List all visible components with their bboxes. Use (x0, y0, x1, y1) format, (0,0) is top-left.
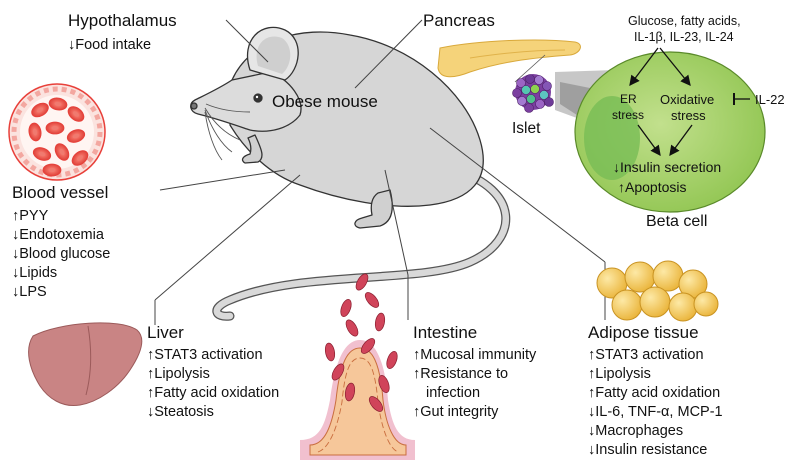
bacteria-group (324, 273, 398, 412)
bacterium (340, 299, 352, 317)
pancreas-illustration (437, 39, 581, 83)
beta-cell-illustration (574, 47, 766, 213)
blood-vessel-item: ↑PYY (12, 208, 49, 224)
liver-list: ↑STAT3 activation ↑Lipolysis ↑Fatty acid… (147, 346, 279, 422)
pancreas-title: Pancreas (423, 11, 495, 30)
bacterium (345, 319, 359, 337)
intestine-item: infection (426, 385, 481, 401)
bacterium (378, 375, 390, 393)
intestine-illustration (300, 340, 415, 460)
beta-cell-title: Beta cell (646, 213, 708, 230)
intestine-title: Intestine (413, 323, 478, 342)
intestine-item: ↑Resistance to (413, 366, 509, 382)
red-blood-cells (28, 97, 89, 177)
adipose-item: ↓Insulin resistance (588, 442, 708, 458)
mouse-hind-leg (354, 189, 393, 229)
adipose-item: ↑STAT3 activation (588, 347, 704, 363)
bacterium (368, 396, 384, 412)
beta-cell-outcome: ↓Insulin secretion (613, 159, 722, 175)
mouse-illustration (190, 26, 511, 321)
blood-vessel-item: ↓Blood glucose (12, 246, 111, 262)
oxidative-stress-line2: stress (671, 108, 706, 123)
islet-label: Islet (512, 120, 541, 137)
mouse-body (229, 31, 484, 207)
il22-label: IL-22 (755, 92, 785, 107)
adipose-illustration (596, 260, 719, 322)
obese-mouse-label: Obese mouse (272, 92, 378, 111)
intestine-item: ↑Mucosal immunity (413, 347, 537, 363)
mouse-front-leg (241, 134, 263, 164)
adipose-item: ↑Fatty acid oxidation (588, 385, 721, 401)
er-stress-line2: stress (612, 108, 645, 122)
bacterium (374, 312, 386, 332)
liver-illustration (28, 322, 143, 407)
adipose-title: Adipose tissue (588, 323, 699, 342)
liver-item: ↑Lipolysis (147, 366, 210, 382)
hypothalamus-item: ↓Food intake (68, 37, 152, 53)
intestine-list: ↑Mucosal immunity ↑Resistance to infecti… (413, 346, 536, 422)
blood-vessel-item: ↓LPS (12, 284, 47, 300)
connector-lines (154, 19, 606, 325)
liver-title: Liver (147, 323, 184, 342)
bacterium (364, 292, 380, 308)
liver-item: ↓Steatosis (147, 404, 214, 420)
bacterium (331, 363, 345, 381)
liver-item: ↑STAT3 activation (147, 347, 263, 363)
liver-item: ↑Fatty acid oxidation (147, 385, 280, 401)
adipose-item: ↓IL-6, TNF-α, MCP-1 (588, 404, 723, 420)
hypothalamus-list: ↓Food intake (68, 36, 151, 55)
beta-cell-stimuli-line2: IL-1β, IL-23, IL-24 (634, 30, 734, 44)
oxidative-stress-line1: Oxidative (660, 92, 715, 107)
bacterium (386, 351, 398, 369)
mouse-head (190, 71, 302, 132)
er-stress-line1: ER (620, 92, 637, 106)
hypothalamus-title: Hypothalamus (68, 11, 177, 30)
bacterium (360, 338, 376, 354)
beta-cell-outcome: ↑Apoptosis (618, 179, 687, 195)
adipose-list: ↑STAT3 activation ↑Lipolysis ↑Fatty acid… (588, 346, 723, 460)
bacterium (344, 382, 356, 402)
beta-cell-stimuli-line1: Glucose, fatty acids, (628, 14, 741, 28)
bacterium (355, 273, 369, 291)
mouse-eye (253, 93, 263, 103)
blood-vessel-list: ↑PYY ↓Endotoxemia ↓Blood glucose ↓Lipids… (12, 207, 110, 302)
intestine-item: ↑Gut integrity (413, 404, 499, 420)
bacterium (324, 342, 336, 362)
blood-vessel-item: ↓Lipids (12, 265, 58, 281)
adipose-item: ↓Macrophages (588, 423, 684, 439)
blood-vessel-title: Blood vessel (12, 183, 109, 202)
blood-vessel-item: ↓Endotoxemia (12, 227, 104, 243)
adipose-item: ↑Lipolysis (588, 366, 651, 382)
